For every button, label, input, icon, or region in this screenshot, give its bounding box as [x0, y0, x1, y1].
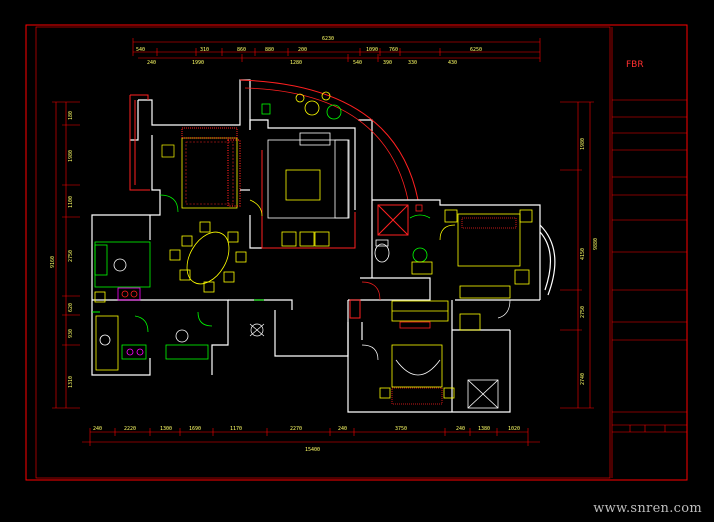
bed-master	[444, 209, 533, 299]
foyer-plant	[249, 323, 265, 337]
bed-lower	[379, 313, 499, 409]
svg-text:4150: 4150	[580, 248, 586, 260]
svg-text:760: 760	[389, 47, 398, 53]
svg-text:240: 240	[338, 426, 347, 432]
top-dimension-chain	[132, 38, 541, 62]
svg-text:3750: 3750	[395, 426, 407, 432]
right-dimension-labels: 1980 4150 2750 2740	[580, 138, 586, 385]
balcony-furniture	[261, 91, 342, 120]
inner-frame	[35, 26, 611, 479]
svg-text:1980: 1980	[68, 150, 74, 162]
outer-frame	[25, 24, 688, 481]
svg-text:1690: 1690	[189, 426, 201, 432]
right-total-dimension: 9880	[593, 238, 599, 250]
svg-text:390: 390	[383, 60, 392, 66]
svg-text:1300: 1300	[160, 426, 172, 432]
kitchen-fixtures	[94, 241, 151, 303]
svg-text:6250: 6250	[470, 47, 482, 53]
top-total-dimension: 6230	[322, 36, 334, 42]
svg-text:1090: 1090	[366, 47, 378, 53]
bottom-total-dimension: 15400	[305, 447, 320, 453]
bathroom-left	[95, 311, 213, 371]
svg-text:430: 430	[448, 60, 457, 66]
red-wall-segments	[129, 94, 409, 319]
site-watermark: www.snren.com	[593, 501, 702, 516]
wardrobe-strip	[391, 300, 449, 329]
svg-text:2750: 2750	[68, 250, 74, 262]
svg-text:1170: 1170	[230, 426, 242, 432]
left-dimension-labels: 180 1980 1100 2750 620 930 1310	[68, 111, 74, 388]
svg-text:1100: 1100	[68, 196, 74, 208]
walls	[91, 79, 556, 413]
doors	[159, 194, 511, 361]
right-dimension-chain	[560, 101, 594, 409]
svg-text:2270: 2270	[290, 426, 302, 432]
svg-text:860: 860	[237, 47, 246, 53]
svg-text:1380: 1380	[478, 426, 490, 432]
svg-text:240: 240	[93, 426, 102, 432]
svg-text:540: 540	[353, 60, 362, 66]
svg-text:1310: 1310	[68, 376, 74, 388]
dining-table	[169, 221, 247, 293]
left-total-dimension: 9160	[50, 256, 56, 268]
svg-text:200: 200	[298, 47, 307, 53]
svg-text:620: 620	[68, 303, 74, 312]
svg-text:930: 930	[68, 329, 74, 338]
living-sofa-group	[267, 132, 350, 247]
svg-text:1280: 1280	[290, 60, 302, 66]
green-markers	[92, 299, 264, 313]
svg-text:2220: 2220	[124, 426, 136, 432]
left-dimension-chain	[52, 101, 80, 409]
svg-text:540: 540	[136, 47, 145, 53]
svg-text:1980: 1980	[580, 138, 586, 150]
bed-upper-left	[161, 127, 241, 209]
bottom-dimension-chain	[82, 428, 540, 446]
top-dimension-labels: 540 310 860 880 200 1090 760 6250 240 19…	[136, 47, 482, 66]
svg-text:330: 330	[408, 60, 417, 66]
svg-text:180: 180	[68, 111, 74, 120]
svg-text:310: 310	[200, 47, 209, 53]
bathroom-right	[374, 204, 433, 275]
svg-text:880: 880	[265, 47, 274, 53]
svg-text:2740: 2740	[580, 373, 586, 385]
title-block	[611, 27, 687, 478]
brand-logo: FBR	[626, 60, 644, 70]
svg-text:1020: 1020	[508, 426, 520, 432]
svg-text:2750: 2750	[580, 306, 586, 318]
svg-text:1990: 1990	[192, 60, 204, 66]
bottom-dimension-labels: 240 2220 1300 1690 1170 2270 240 3750 24…	[93, 426, 520, 432]
svg-text:240: 240	[456, 426, 465, 432]
svg-text:240: 240	[147, 60, 156, 66]
